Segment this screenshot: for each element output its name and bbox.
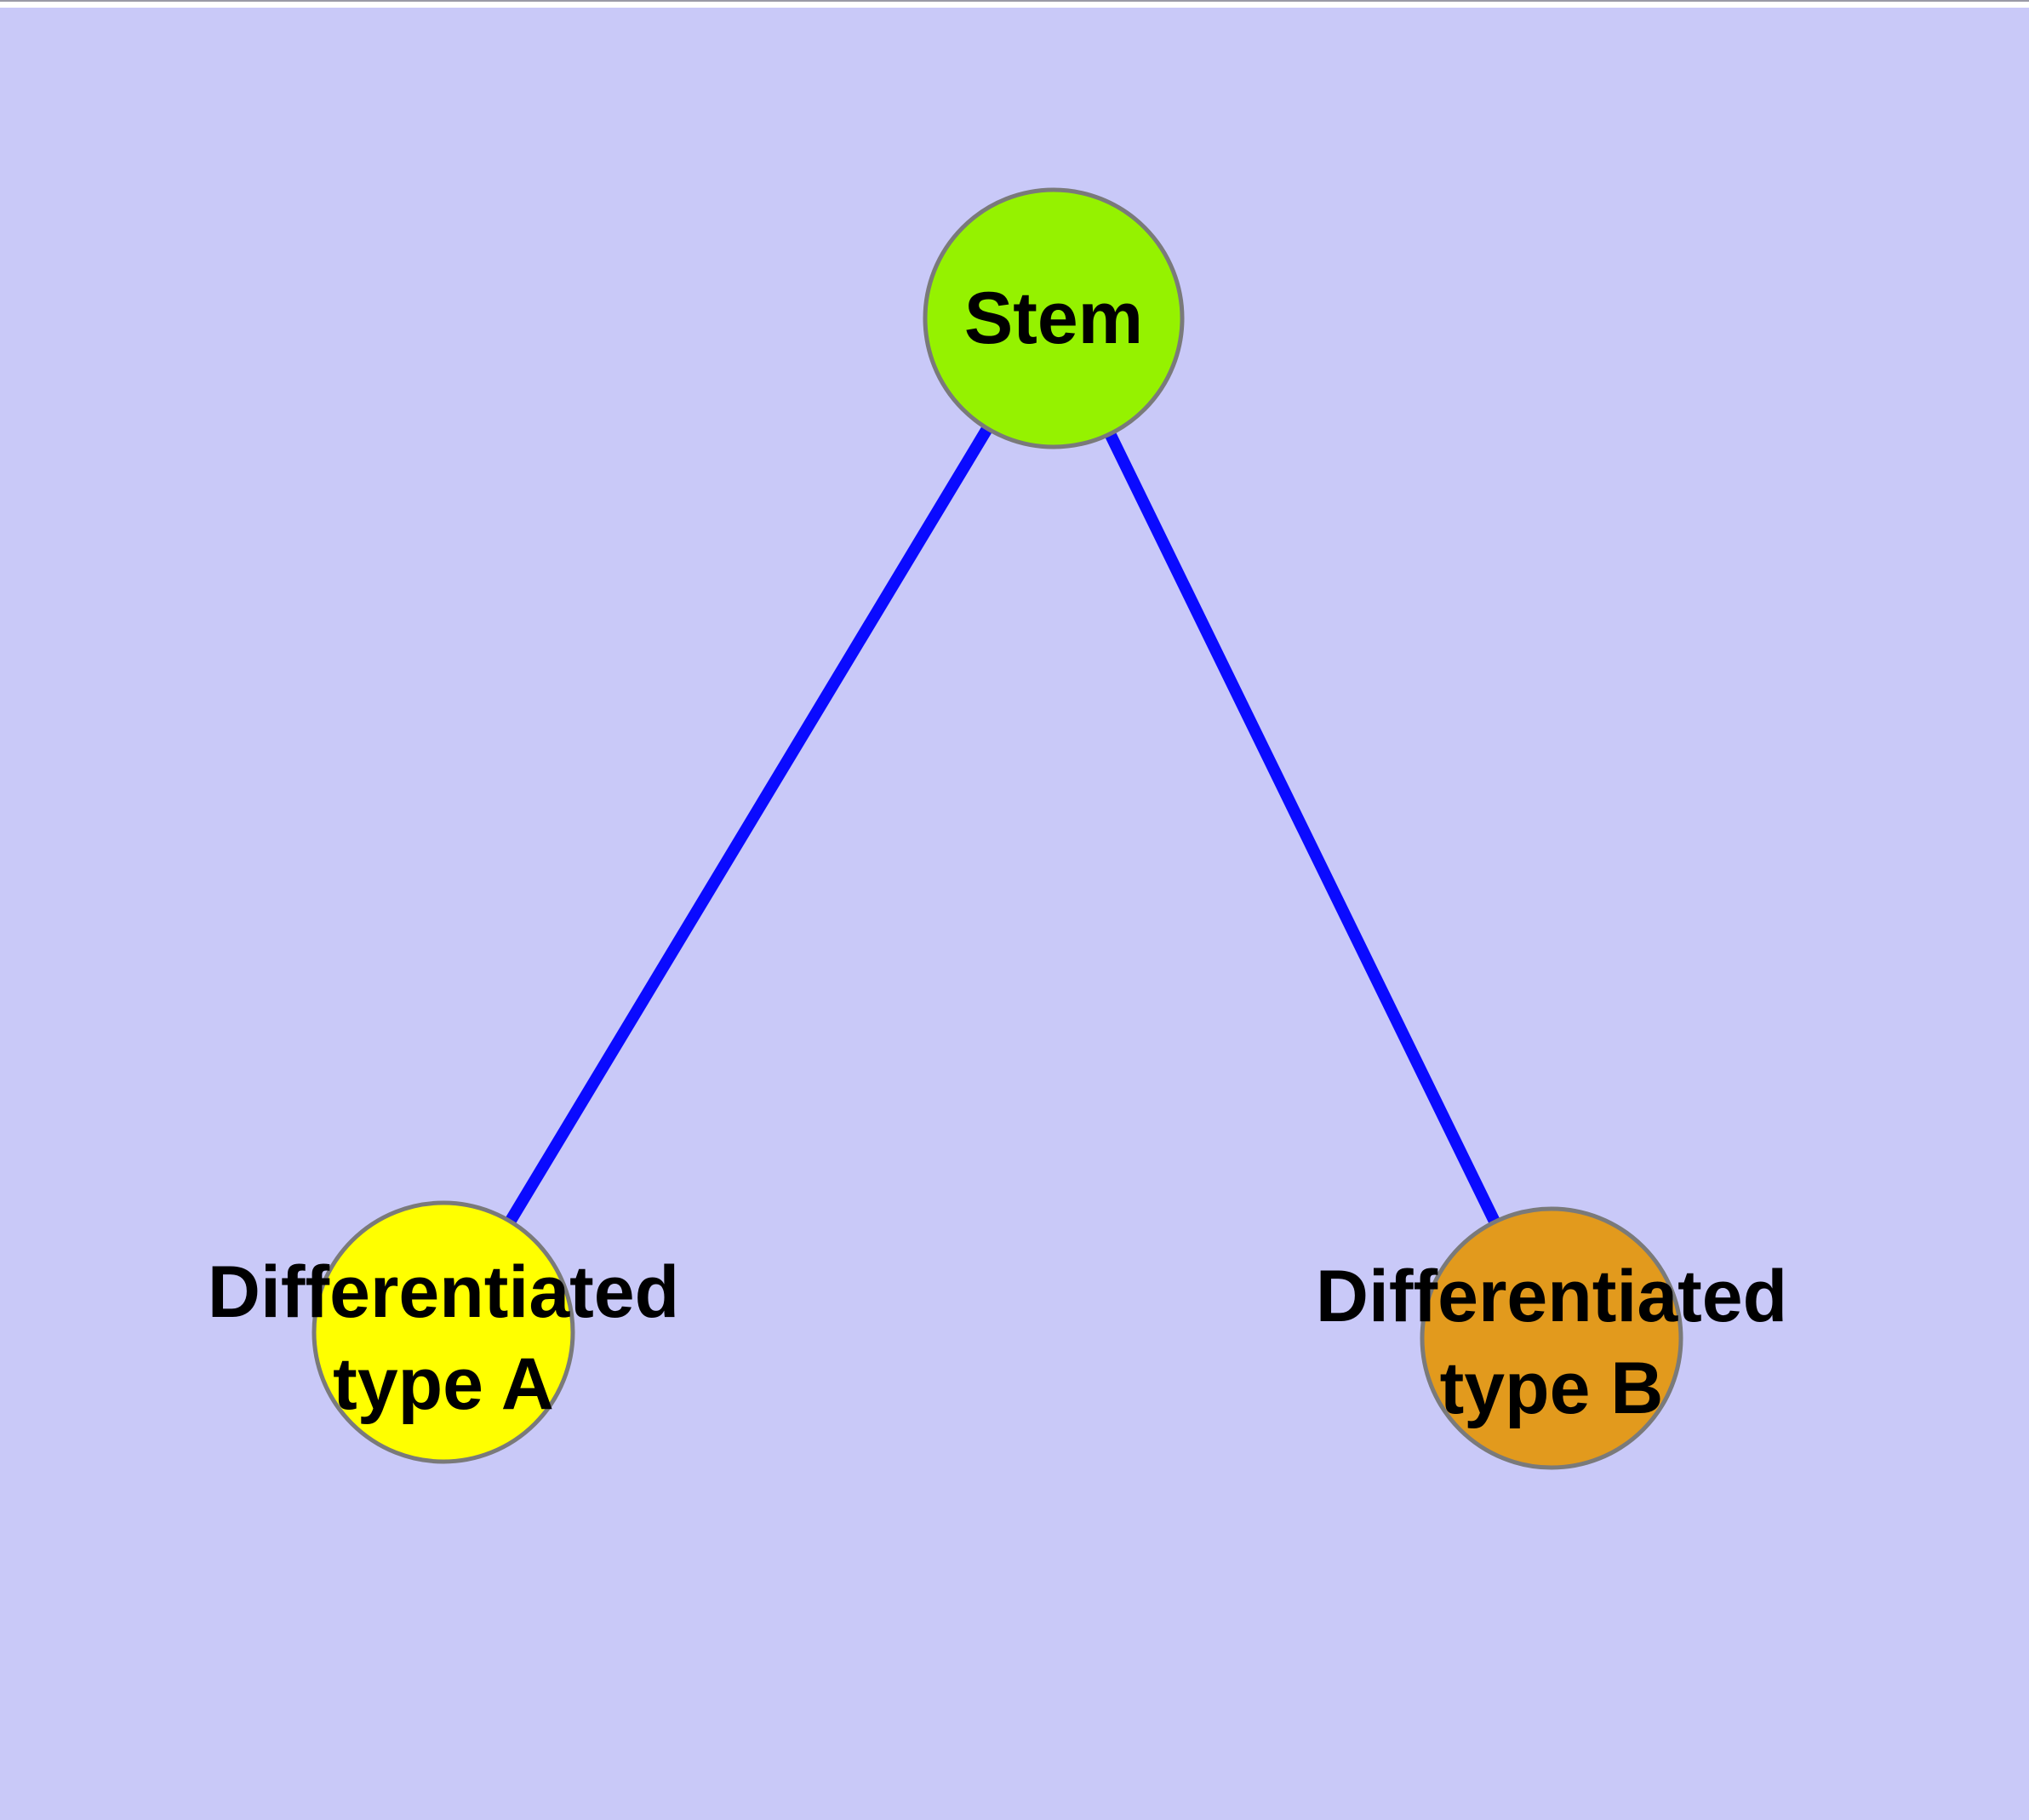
graph-layer (311, 187, 1683, 1470)
diagram-canvas: Stem Differentiated type A Differentiate… (0, 8, 2029, 1820)
type-b-node[interactable] (1420, 1206, 1683, 1470)
edge-stem-to-type-b[interactable] (1048, 312, 1557, 1344)
edge-stem-to-type-a[interactable] (437, 312, 1060, 1338)
stem-node[interactable] (923, 187, 1185, 449)
type-a-node[interactable] (311, 1200, 575, 1464)
top-edge-strip (0, 0, 2029, 6)
